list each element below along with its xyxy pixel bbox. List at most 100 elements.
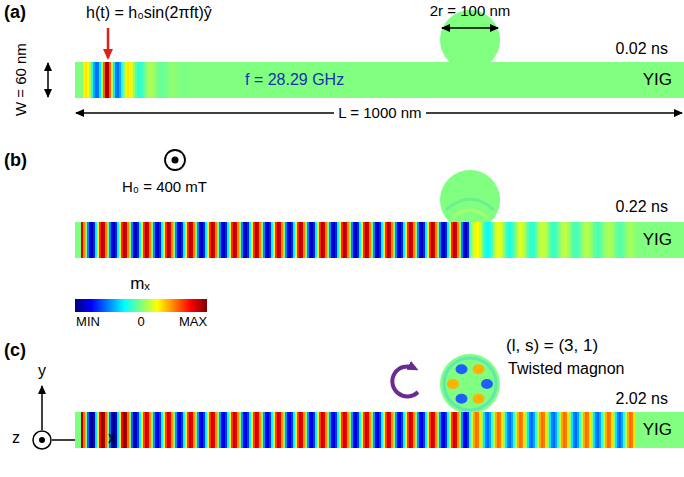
wave-stripe bbox=[237, 222, 239, 258]
wave-stripe bbox=[477, 412, 479, 448]
wave-stripe bbox=[493, 222, 495, 258]
wave-stripe bbox=[397, 412, 399, 448]
wave-stripe bbox=[315, 222, 317, 258]
wave-stripe bbox=[565, 412, 567, 448]
wave-stripe bbox=[385, 222, 387, 258]
wave-stripe bbox=[285, 412, 287, 448]
wave-stripe bbox=[429, 412, 431, 448]
wave-stripe bbox=[417, 412, 419, 448]
wave-stripe bbox=[421, 412, 423, 448]
wave-stripe bbox=[237, 412, 239, 448]
spin-wave bbox=[75, 412, 684, 448]
wave-stripe bbox=[537, 222, 539, 258]
mode-name: Twisted magnon bbox=[508, 360, 625, 378]
wave-stripe bbox=[383, 222, 385, 258]
wave-stripe bbox=[83, 412, 85, 448]
wave-stripe bbox=[419, 412, 421, 448]
wave-stripe bbox=[197, 412, 199, 448]
wave-stripe bbox=[527, 222, 529, 258]
wave-stripe bbox=[227, 412, 229, 448]
wave-stripe bbox=[435, 222, 437, 258]
wave-stripe bbox=[507, 222, 509, 258]
wave-stripe bbox=[231, 412, 233, 448]
wave-stripe bbox=[399, 222, 401, 258]
wave-stripe bbox=[403, 412, 405, 448]
wave-stripe bbox=[587, 412, 589, 448]
wave-stripe bbox=[293, 412, 295, 448]
wave-stripe bbox=[103, 222, 105, 258]
wave-stripe bbox=[515, 412, 517, 448]
wave-stripe bbox=[435, 412, 437, 448]
wave-stripe bbox=[241, 222, 243, 258]
wave-stripe bbox=[113, 62, 115, 98]
wave-stripe bbox=[149, 222, 151, 258]
wave-stripe bbox=[519, 412, 521, 448]
wave-stripe bbox=[335, 412, 337, 448]
wave-stripe bbox=[487, 222, 489, 258]
wave-stripe bbox=[623, 222, 625, 258]
wave-stripe bbox=[157, 62, 159, 98]
wave-stripe bbox=[331, 222, 333, 258]
wave-stripe bbox=[187, 222, 189, 258]
wave-stripe bbox=[191, 222, 193, 258]
wave-stripe bbox=[203, 412, 205, 448]
wave-stripe bbox=[153, 62, 155, 98]
wave-stripe bbox=[193, 222, 195, 258]
wave-stripe bbox=[461, 412, 463, 448]
wave-stripe bbox=[457, 222, 459, 258]
axes bbox=[33, 386, 102, 449]
wave-stripe bbox=[603, 412, 605, 448]
wave-stripe bbox=[259, 412, 261, 448]
wave-stripe bbox=[181, 412, 183, 448]
wave-stripe bbox=[485, 222, 487, 258]
wave-stripe bbox=[611, 412, 613, 448]
wave-stripe bbox=[169, 412, 171, 448]
wave-stripe bbox=[445, 222, 447, 258]
wave-stripe bbox=[495, 412, 497, 448]
wave-stripe bbox=[553, 412, 555, 448]
wave-stripe bbox=[339, 222, 341, 258]
wave-stripe bbox=[523, 222, 525, 258]
wave-stripe bbox=[499, 412, 501, 448]
wave-stripe bbox=[519, 222, 521, 258]
wave-stripe bbox=[115, 62, 117, 98]
wave-stripe bbox=[361, 412, 363, 448]
wave-stripe bbox=[345, 222, 347, 258]
wave-stripe bbox=[277, 222, 279, 258]
wave-stripe bbox=[625, 412, 627, 448]
wave-stripe bbox=[111, 222, 113, 258]
wave-stripe bbox=[475, 412, 477, 448]
wave-stripe bbox=[441, 412, 443, 448]
wave-stripe bbox=[579, 222, 581, 258]
wave-stripe bbox=[487, 412, 489, 448]
wave-stripe bbox=[143, 62, 145, 98]
wave-stripe bbox=[549, 222, 551, 258]
wave-stripe bbox=[301, 412, 303, 448]
wave-stripe bbox=[329, 222, 331, 258]
wave-stripe bbox=[557, 412, 559, 448]
wave-stripe bbox=[207, 222, 209, 258]
wave-stripe bbox=[121, 222, 123, 258]
wave-stripe bbox=[215, 412, 217, 448]
wave-stripe bbox=[579, 412, 581, 448]
wave-stripe bbox=[351, 412, 353, 448]
frequency: f = 28.29 GHz bbox=[245, 71, 344, 89]
wave-stripe bbox=[159, 62, 161, 98]
wave-stripe bbox=[91, 62, 93, 98]
wave-stripe bbox=[165, 412, 167, 448]
wave-stripe bbox=[343, 412, 345, 448]
wave-stripe bbox=[235, 222, 237, 258]
wave-stripe bbox=[103, 412, 105, 448]
wave-stripe bbox=[455, 222, 457, 258]
wave-stripe bbox=[615, 412, 617, 448]
wave-stripe bbox=[431, 412, 433, 448]
wave-stripe bbox=[485, 412, 487, 448]
wave-stripe bbox=[197, 222, 199, 258]
wave-stripe bbox=[561, 222, 563, 258]
wave-stripe bbox=[631, 412, 633, 448]
wave-stripe bbox=[407, 412, 409, 448]
wave-stripe bbox=[115, 222, 117, 258]
wave-stripe bbox=[155, 222, 157, 258]
wave-stripe bbox=[451, 222, 453, 258]
wave-stripe bbox=[361, 222, 363, 258]
